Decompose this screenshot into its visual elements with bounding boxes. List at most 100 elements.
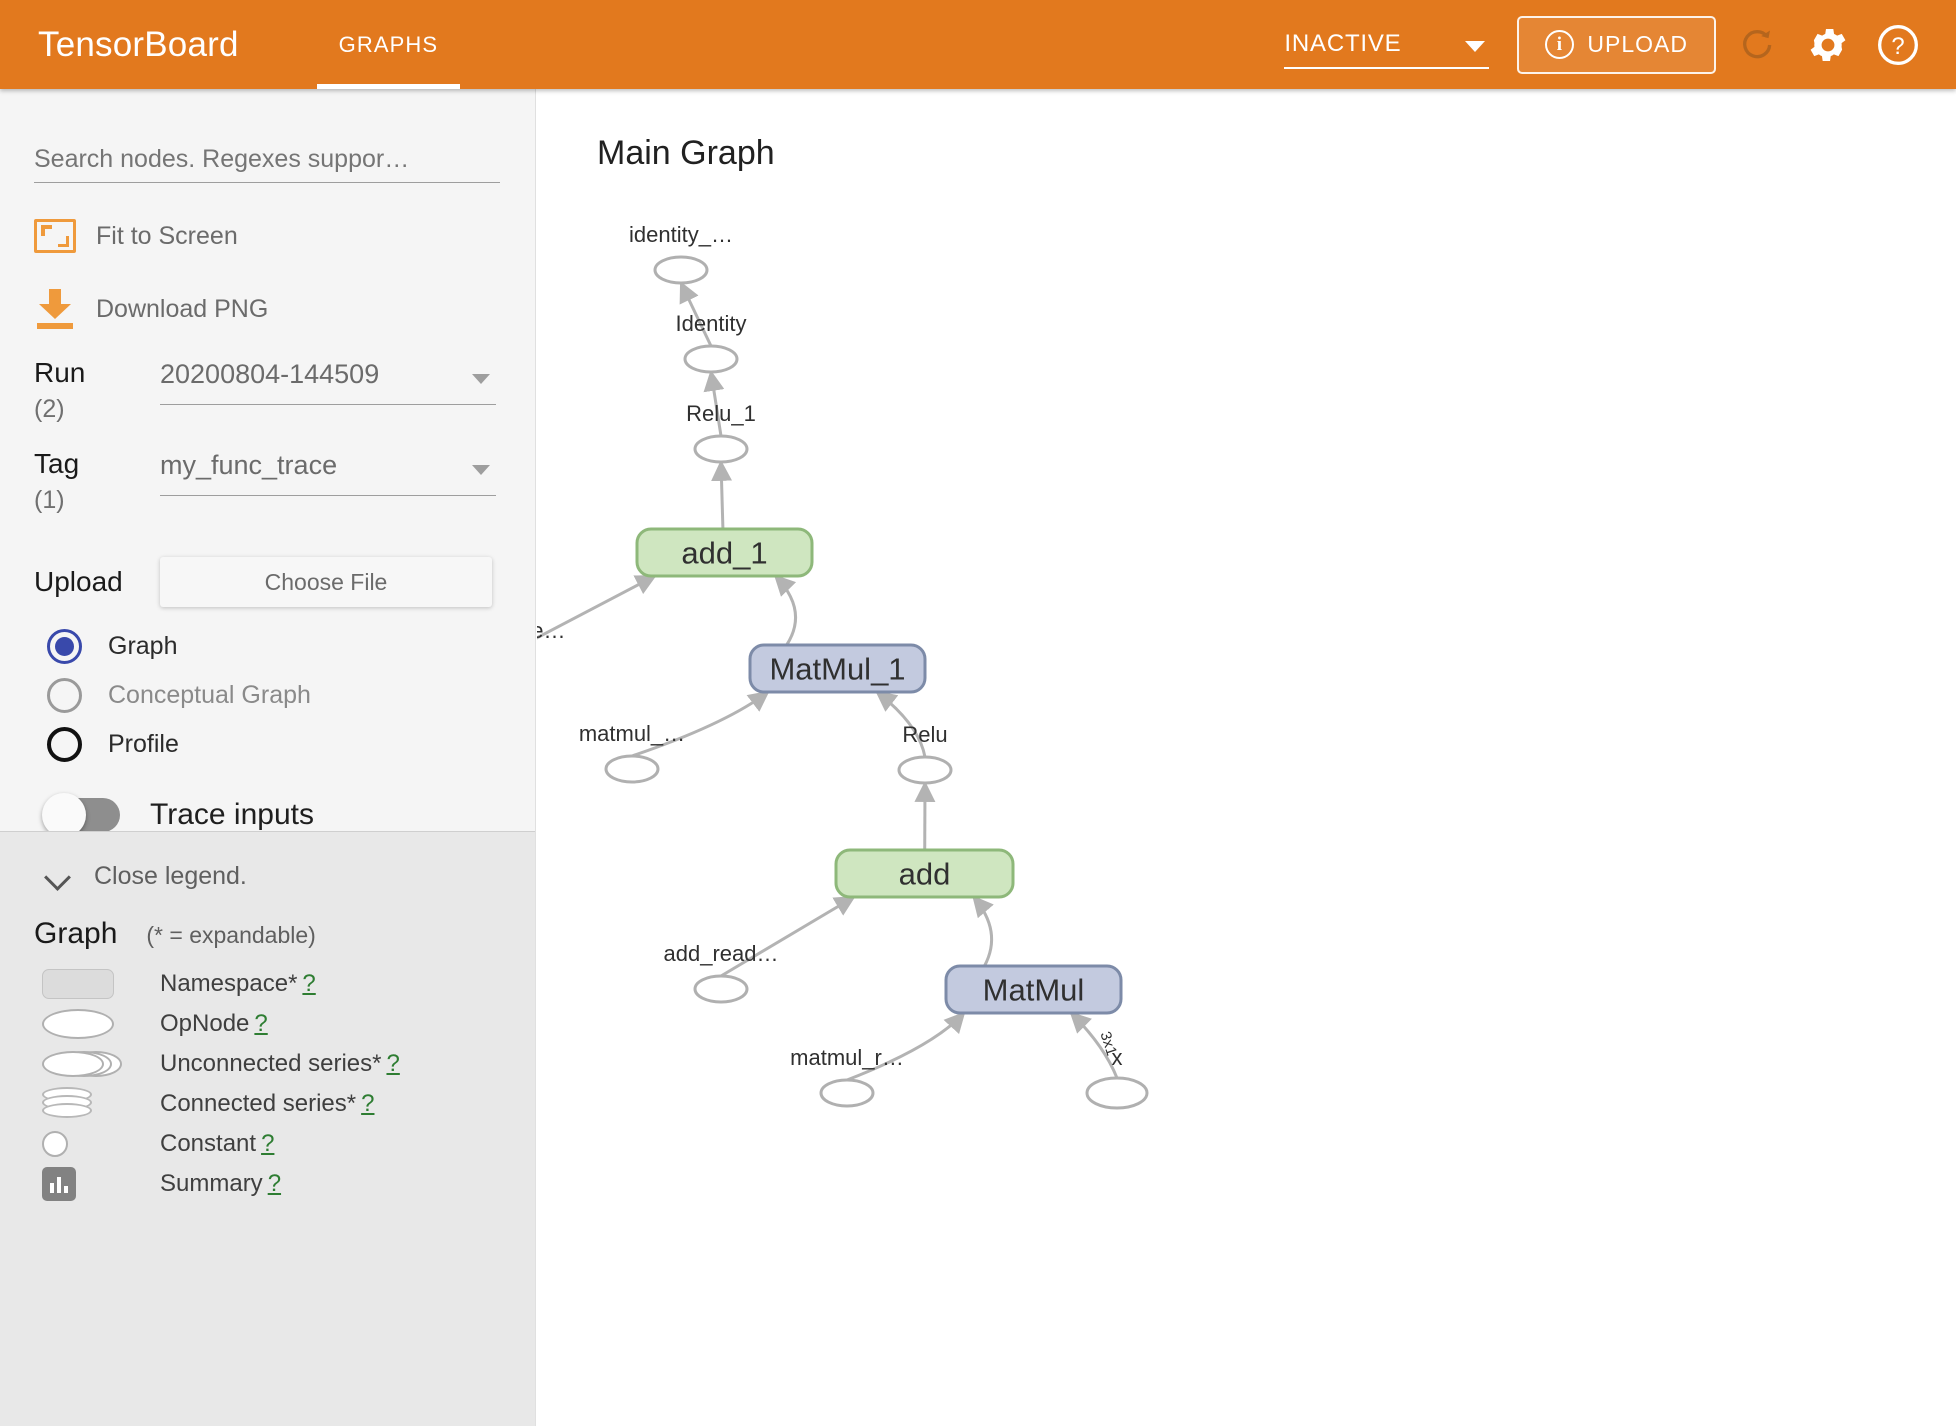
chevron-down-icon [472, 374, 490, 384]
graph-node-label: Identity [676, 311, 747, 336]
legend-item: OpNode? [34, 1005, 501, 1043]
run-selector-row: Run (2) 20200804-144509 [34, 359, 501, 424]
run-label-group: Run (2) [34, 359, 160, 424]
graph-op-node[interactable]: matmul_r… [790, 1045, 904, 1108]
legend-item: Connected series*? [34, 1085, 501, 1123]
legend-panel: Close legend. Graph (* = expandable) Nam… [0, 831, 535, 1426]
app-brand: TensorBoard [38, 24, 239, 64]
tag-value: my_func_trace [160, 450, 338, 480]
tag-count: (1) [34, 486, 65, 514]
graph-op-node[interactable]: identity_… [629, 222, 733, 285]
graph-node-label: identity_… [629, 222, 733, 247]
graph-node-label: x [1112, 1045, 1123, 1070]
opnode-icon [34, 1009, 130, 1039]
page-title: Main Graph [597, 134, 775, 172]
help-link[interactable]: ? [261, 1130, 275, 1157]
legend-title: Graph [34, 917, 118, 950]
graph-op-node[interactable]: x [1085, 1045, 1149, 1110]
toggle-trace-inputs-control[interactable] [42, 793, 120, 837]
run-label: Run [34, 357, 86, 388]
graph-box-node[interactable]: MatMul [944, 964, 1123, 1015]
radio-profile[interactable]: Profile [34, 727, 501, 762]
constant-icon [34, 1131, 130, 1157]
legend-item-label: Namespace* [160, 970, 298, 997]
fit-to-screen-button[interactable]: Fit to Screen [34, 219, 501, 253]
radio-graph[interactable]: Graph [34, 629, 501, 664]
graph-node-label: matmul_r… [790, 1045, 904, 1070]
graph-node-label: add [899, 857, 951, 892]
run-count: (2) [34, 395, 65, 423]
legend-expandable-note: (* = expandable) [146, 922, 316, 948]
graph-op-node[interactable]: Relu [897, 722, 953, 785]
radio-graph-label: Graph [108, 632, 178, 660]
help-link[interactable]: ? [254, 1010, 268, 1037]
legend-item-label: Constant [160, 1130, 257, 1157]
graph-node-label: add_1_re… [537, 618, 565, 643]
graph-node-label: add_read… [664, 941, 779, 966]
summary-icon [34, 1167, 130, 1201]
gear-icon[interactable] [1800, 17, 1856, 73]
help-link[interactable]: ? [302, 970, 316, 997]
help-link[interactable]: ? [386, 1050, 400, 1077]
run-dropdown[interactable]: 20200804-144509 [160, 359, 496, 405]
legend-item-label: Connected series* [160, 1090, 357, 1117]
graph-node-label: add_1 [681, 536, 767, 571]
upload-button[interactable]: i UPLOAD [1517, 15, 1716, 74]
chevron-down-icon [46, 865, 70, 889]
help-link[interactable]: ? [361, 1090, 375, 1117]
upload-label: Upload [34, 566, 123, 597]
search-container [34, 137, 501, 183]
legend-item: Unconnected series*? [34, 1045, 501, 1083]
tag-selector-row: Tag (1) my_func_trace [34, 450, 501, 515]
choose-file-button[interactable]: Choose File [160, 557, 492, 607]
search-input[interactable] [34, 137, 500, 183]
graph-op-node[interactable]: add_1_re… [537, 618, 565, 679]
graph-node-label: Relu [902, 722, 947, 747]
toggle-trace-inputs-label: Trace inputs [150, 798, 314, 831]
download-icon [34, 289, 96, 329]
close-legend-label: Close legend. [94, 862, 247, 890]
graph-node-label: Relu_1 [686, 401, 756, 426]
header-actions: INACTIVE i UPLOAD ? [1284, 15, 1926, 74]
legend-item-label: Summary [160, 1170, 263, 1197]
nav-tabs: GRAPHS [316, 0, 461, 89]
tab-graphs[interactable]: GRAPHS [316, 0, 461, 89]
radio-conceptual-graph[interactable]: Conceptual Graph [34, 678, 501, 713]
graph-op-node[interactable]: matmul_… [579, 721, 685, 784]
app-header: TensorBoard GRAPHS INACTIVE i UPLOAD [0, 0, 1956, 89]
run-status-label: INACTIVE [1284, 29, 1402, 57]
unconnected-series-icon [34, 1048, 130, 1080]
graph-box-node[interactable]: MatMul_1 [748, 643, 927, 694]
radio-profile-label: Profile [108, 730, 179, 758]
radio-graph-control[interactable] [47, 629, 82, 664]
graph-op-node[interactable]: Identity [676, 311, 747, 374]
download-png-button[interactable]: Download PNG [34, 289, 501, 329]
graph-node-label: matmul_… [579, 721, 685, 746]
refresh-icon[interactable] [1730, 17, 1786, 73]
tag-label: Tag [34, 448, 80, 479]
graph-edges [537, 281, 1119, 1082]
graph-box-node[interactable]: add_1 [635, 527, 814, 578]
svg-text:?: ? [1891, 33, 1904, 60]
legend-item: Summary? [34, 1165, 501, 1203]
chevron-down-icon [1465, 40, 1486, 52]
graph-op-node[interactable]: add_read… [664, 941, 779, 1004]
tag-dropdown[interactable]: my_func_trace [160, 450, 496, 496]
close-legend-button[interactable]: Close legend. [34, 862, 501, 891]
legend-title-row: Graph (* = expandable) [34, 917, 501, 951]
help-icon[interactable]: ? [1870, 17, 1926, 73]
tag-label-group: Tag (1) [34, 450, 160, 515]
fit-to-screen-label: Fit to Screen [96, 221, 238, 250]
radio-profile-control[interactable] [47, 727, 82, 762]
run-status-dropdown[interactable]: INACTIVE [1284, 21, 1490, 69]
graph-op-node[interactable]: Relu_1 [686, 401, 756, 464]
help-link[interactable]: ? [267, 1170, 282, 1197]
toggle-trace-inputs[interactable]: Trace inputs [34, 793, 501, 837]
radio-conceptual-graph-control[interactable] [47, 678, 82, 713]
sidebar: Fit to Screen Download PNG Run (2) 20200… [0, 89, 536, 1426]
graph-box-node[interactable]: add [834, 848, 1015, 899]
download-png-label: Download PNG [96, 294, 269, 323]
